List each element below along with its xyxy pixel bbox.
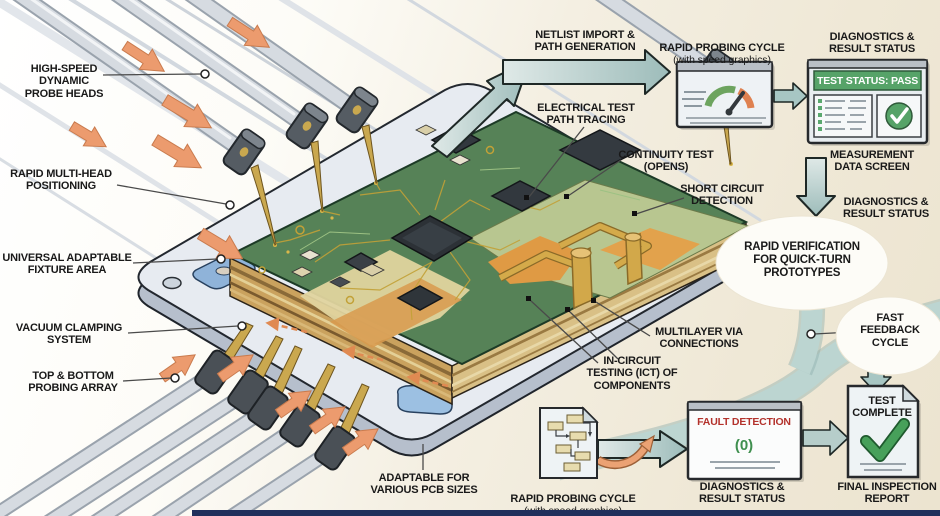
probe-heads (194, 322, 370, 471)
callout-rapid-multihead: RAPID MULTI-HEAD POSITIONING (10, 168, 112, 193)
label-rapid-verification: RAPID VERIFICATION FOR QUICK-TURN PROTOT… (744, 241, 860, 279)
checkmark-icon (885, 102, 913, 130)
label-ict: IN-CIRCUIT TESTING (ICT) OF COMPONENTS (586, 355, 678, 392)
callout-high-speed-probe-heads: HIGH-SPEED DYNAMIC PROBE HEADS (24, 63, 104, 100)
flowchart-document-icon (539, 406, 599, 479)
callout-top-bottom-probing: TOP & BOTTOM PROBING ARRAY (28, 370, 118, 395)
pads (258, 145, 495, 305)
label-measurement-data-screen: MEASUREMENT DATA SCREEN (830, 149, 914, 174)
report-document-icon (846, 384, 921, 480)
arrow-netlist-to-gauge (502, 49, 671, 95)
label-diagnostics-mid: DIAGNOSTICS & RESULT STATUS (842, 196, 929, 221)
orange-loop-arrow (595, 434, 655, 469)
silkscreen-lines (299, 167, 641, 251)
ic-chip (396, 285, 444, 311)
copper-traces (274, 179, 561, 321)
label-electrical-test: ELECTRICAL TEST PATH TRACING (537, 102, 635, 127)
dashed-motion-arrows (265, 317, 449, 388)
pass-banner-text: TEST STATUS: PASS (816, 75, 919, 87)
arrow-gauge-to-pass (773, 82, 808, 110)
callout-adaptable-pcb-sizes: ADAPTABLE FOR VARIOUS PCB SIZES (370, 472, 478, 497)
fault-detection-title: FAULT DETECTION (697, 416, 791, 428)
label-multilayer-via: MULTILAYER VIA CONNECTIONS (655, 326, 743, 351)
label-short-circuit: SHORT CIRCUIT DETECTION (680, 183, 764, 208)
bottom-edge-bar (192, 510, 940, 516)
feedback-bubble (835, 296, 940, 376)
fault-screen (686, 400, 804, 482)
fault-detection-count: (0) (734, 437, 754, 454)
pass-banner (813, 70, 922, 91)
rapid-probing-subtitle: (with speed graphics) (673, 53, 771, 66)
label-diagnostics-top: DIAGNOSTICS & RESULT STATUS (828, 31, 915, 56)
label-final-inspection-report: FINAL INSPECTION REPORT (837, 481, 937, 506)
gauge-screen (675, 60, 775, 130)
bottom-probe-array (0, 322, 370, 516)
check-icon (860, 418, 910, 462)
callout-vacuum-clamping: VACUUM CLAMPING SYSTEM (15, 322, 123, 347)
probe-arm (0, 364, 343, 516)
label-continuity-test: CONTINUITY TEST (OPENS) (618, 149, 714, 174)
mounting-hole (162, 276, 182, 290)
rapid-probing-title: RAPID PROBING CYCLE (510, 493, 636, 506)
label-netlist-import: NETLIST IMPORT & PATH GENERATION (534, 29, 636, 54)
label-test-complete: TEST COMPLETE (852, 395, 912, 420)
label-diagnostics-bottom: DIAGNOSTICS & RESULT STATUS (698, 481, 785, 506)
callout-universal-fixture: UNIVERSAL ADAPTABLE FIXTURE AREA (2, 252, 132, 277)
gauge-icon (682, 85, 755, 116)
ic-chip (490, 180, 552, 212)
motion-arrows (68, 16, 379, 457)
label-rapid-probing-top: RAPID PROBING CYCLE (with speed graphics… (656, 30, 788, 79)
rapid-probing-title: RAPID PROBING CYCLE (659, 42, 785, 55)
pass-screen (806, 58, 930, 146)
label-fast-feedback: FAST FEEDBACK CYCLE (860, 312, 920, 349)
arrow-pass-down (796, 157, 836, 217)
verification-bubble (715, 215, 889, 311)
arrow-fault-to-report (802, 420, 849, 456)
